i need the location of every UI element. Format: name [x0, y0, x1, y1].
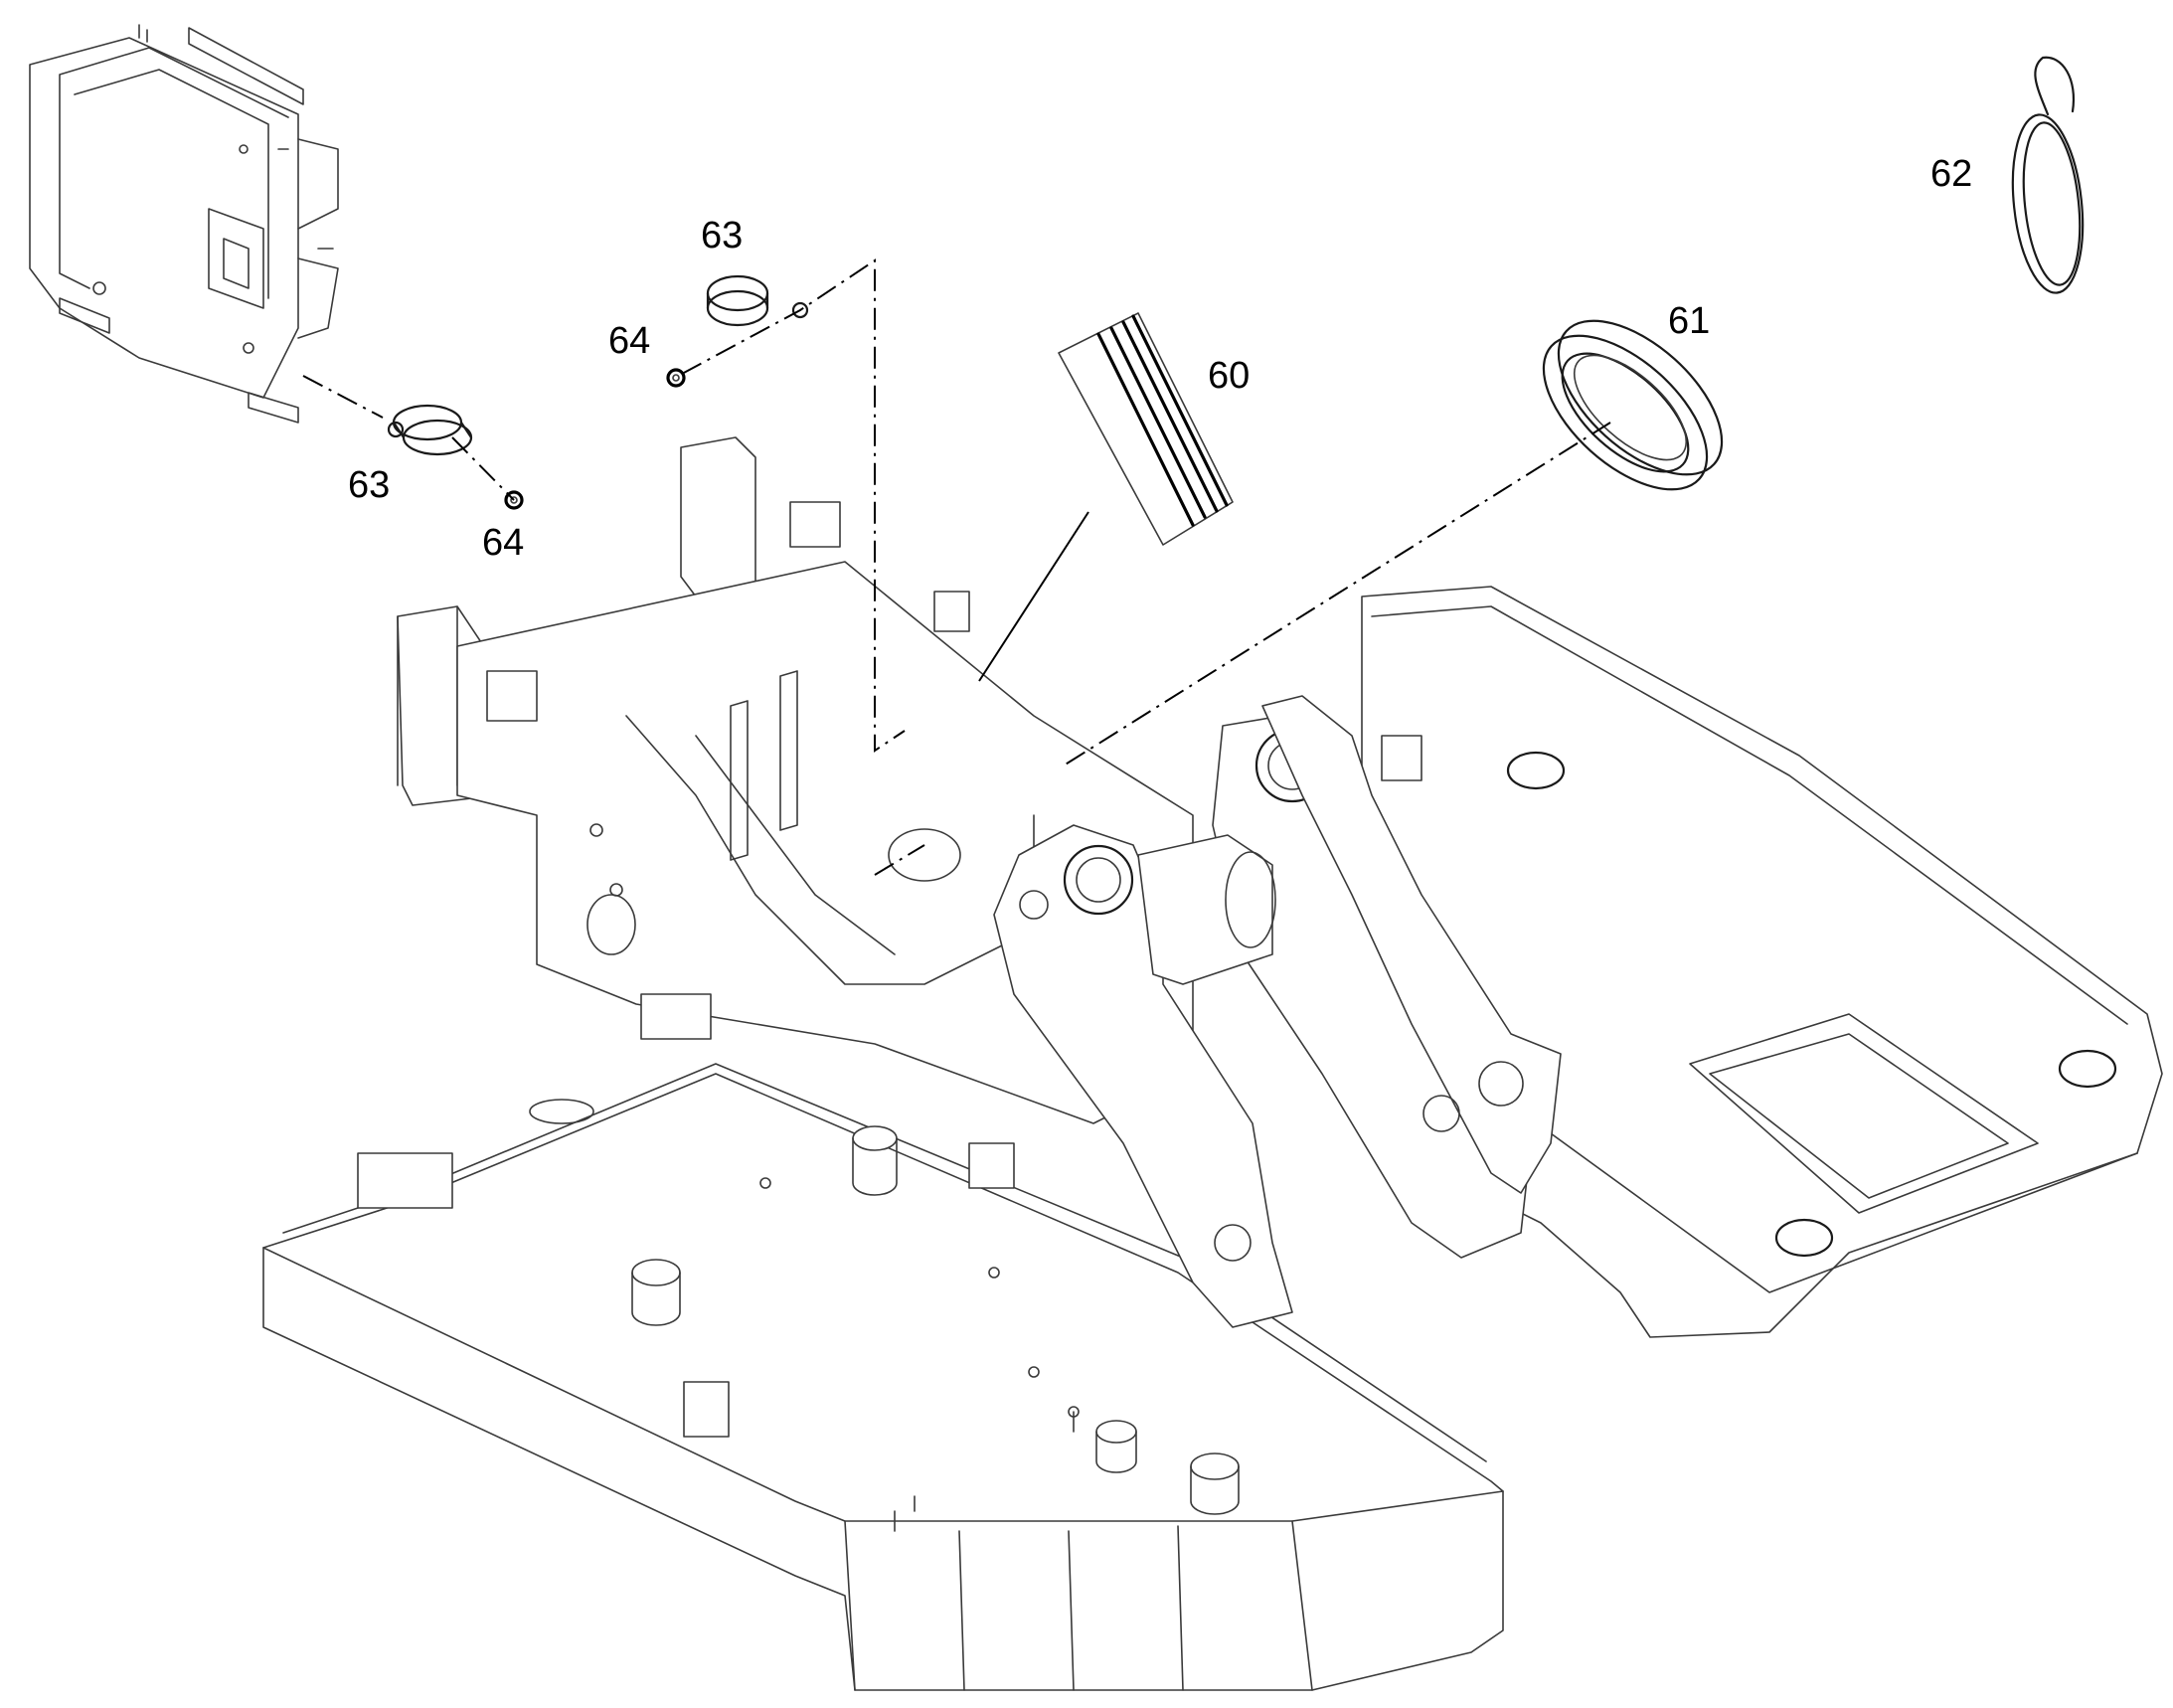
- bracket-assembly: [29, 24, 339, 424]
- callout-64-top: 64: [608, 320, 650, 362]
- callout-60: 60: [1208, 355, 1250, 397]
- part-64-nut-top: [666, 368, 686, 388]
- part-63-clamp-left: [387, 404, 473, 456]
- part-60-tape: [1058, 312, 1234, 546]
- part-62-band: [2011, 56, 2085, 294]
- assembly-lines: [302, 258, 1611, 876]
- callout-62: 62: [1930, 153, 1972, 195]
- callout-63-left: 63: [348, 464, 390, 506]
- part-64-nut-left: [504, 490, 524, 510]
- part-61-grommet: [1542, 319, 1724, 491]
- part-63-clamp-top: [706, 274, 809, 327]
- callout-61: 61: [1668, 300, 1710, 342]
- callout-64-left: 64: [482, 522, 524, 564]
- callouts: 60 61 62 63 63 64 64: [348, 153, 1972, 564]
- callout-63-top: 63: [701, 215, 743, 256]
- main-frame: [262, 436, 2163, 1691]
